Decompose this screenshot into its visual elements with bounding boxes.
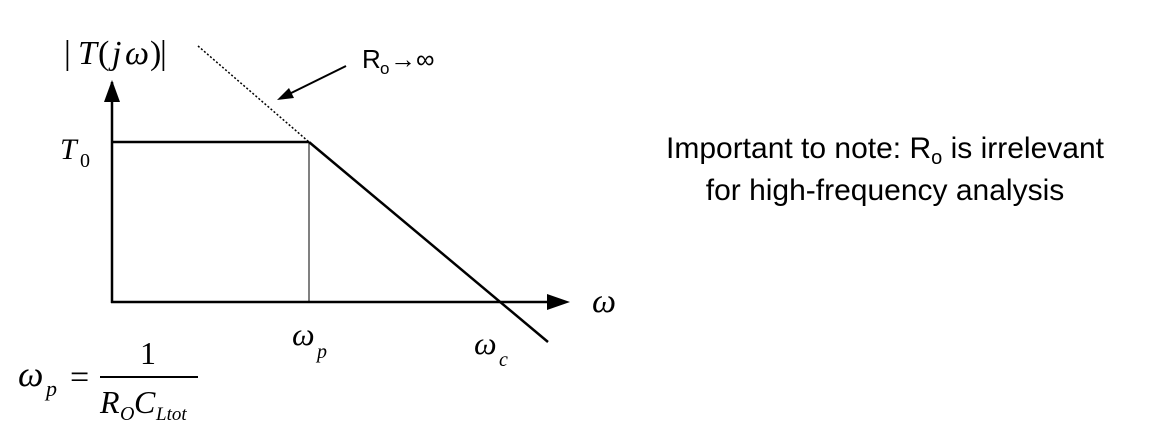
y-axis-label: | T ( j ω ) |	[64, 35, 167, 72]
formula-numerator: 1	[140, 335, 156, 371]
note-subscript: o	[931, 147, 943, 169]
formula-c-sub: Ltot	[155, 404, 187, 423]
note-line-1-start: Important to note: R	[666, 132, 932, 165]
formula-omega: ω	[18, 354, 43, 394]
level-label-main: T	[60, 133, 79, 166]
annotation-rest: →∞	[390, 44, 435, 74]
abs-right-bar: |	[160, 35, 167, 72]
y-label-paren-open: (	[98, 35, 109, 72]
annotation-sub: o	[380, 59, 389, 78]
y-label-j: j	[108, 35, 121, 72]
crossover-frequency-label: ω c	[474, 325, 508, 371]
crossover-label-sub: c	[499, 349, 508, 371]
note-text: Important to note: Ro is irrelevant for …	[610, 128, 1160, 212]
x-axis-arrowhead	[547, 294, 570, 310]
pole-frequency-label: ω p	[292, 316, 327, 363]
y-label-func: T	[78, 35, 99, 72]
ro-infinity-annotation: R o →∞	[362, 44, 435, 78]
formula-omega-sub: p	[44, 376, 57, 401]
note-line-1: Important to note: Ro is irrelevant	[610, 128, 1160, 170]
level-label: T 0	[60, 133, 90, 172]
y-axis-arrowhead	[104, 80, 120, 102]
abs-left-bar: |	[64, 35, 71, 72]
annotation-r: R	[362, 44, 381, 74]
asymptote-dotted-line	[197, 45, 310, 143]
formula-r-sub: O	[120, 403, 134, 423]
formula-equals: =	[70, 359, 89, 396]
crossover-label-main: ω	[474, 325, 497, 361]
pole-label-sub: p	[315, 341, 327, 363]
y-label-omega: ω	[125, 35, 149, 72]
pole-formula: ω p = 1 R O C Ltot	[18, 335, 198, 423]
formula-r: R	[99, 384, 120, 420]
level-label-sub: 0	[80, 150, 90, 172]
annotation-arrow	[280, 65, 347, 99]
x-axis-label: ω	[592, 283, 616, 320]
note-line-2: for high-frequency analysis	[705, 174, 1065, 207]
y-label-paren-close: )	[150, 35, 161, 72]
rolloff-line	[308, 141, 549, 343]
annotation-arrowhead	[277, 88, 294, 100]
note-line-1-end: is irrelevant	[942, 132, 1104, 165]
formula-c: C	[134, 384, 156, 420]
pole-label-main: ω	[292, 316, 315, 352]
